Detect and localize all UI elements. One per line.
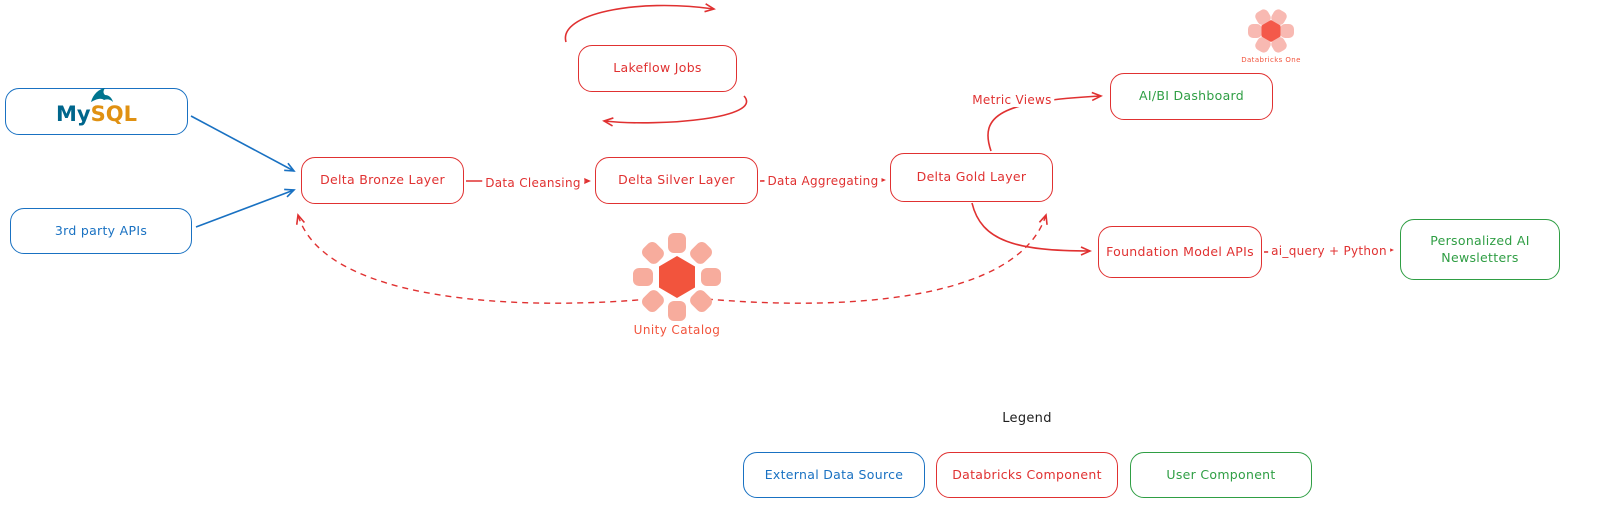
edge-gold-to-fm: [971, 202, 1092, 256]
databricks-one-icon: [1244, 6, 1298, 56]
legend-item-external-data-source: External Data Source: [743, 452, 925, 498]
node-aibi-dashboard: AI/BI Dashboard: [1110, 73, 1273, 120]
edge-label-metric-views: Metric Views: [969, 93, 1055, 107]
mysql-dolphin-icon: [91, 87, 114, 102]
legend-item-label: User Component: [1166, 466, 1276, 482]
edge-lakeflow-loop-bottom: [602, 95, 748, 127]
node-lakeflow-jobs: Lakeflow Jobs: [578, 45, 737, 92]
edge-lakeflow-loop-top: [564, 3, 716, 43]
node-label: Foundation Model APIs: [1106, 243, 1254, 259]
node-personalized-newsletters: Personalized AI Newsletters: [1400, 219, 1560, 280]
node-label: Delta Bronze Layer: [320, 172, 445, 188]
databricks-one-label: Databricks One: [1241, 56, 1301, 64]
node-delta-silver: Delta Silver Layer: [595, 157, 758, 204]
edge-label-ai-query-python: ai_query + Python: [1268, 244, 1390, 258]
node-label: Delta Gold Layer: [916, 169, 1027, 185]
node-label: Lakeflow Jobs: [613, 60, 702, 76]
edge-gold-to-aibi: [987, 91, 1103, 152]
node-delta-gold: Delta Gold Layer: [890, 153, 1053, 202]
legend-title: Legend: [1002, 411, 1052, 426]
node-third-party-apis: 3rd party APIs: [10, 208, 192, 254]
node-label: AI/BI Dashboard: [1138, 88, 1244, 104]
node-label: Delta Silver Layer: [618, 172, 735, 188]
node-delta-bronze: Delta Bronze Layer: [301, 157, 464, 204]
mysql-wordmark-sql: SQL: [90, 102, 137, 127]
node-label: 3rd party APIs: [54, 222, 148, 238]
legend-item-databricks-component: Databricks Component: [936, 452, 1118, 498]
unity-catalog-label: Unity Catalog: [633, 323, 721, 337]
edge-mysql-to-bronze: [190, 115, 296, 172]
node-label: Personalized AI Newsletters: [1430, 233, 1530, 265]
mysql-wordmark-my: My: [56, 102, 91, 127]
edge-unity-to-gold: [695, 213, 1048, 304]
edge-apis-to-bronze: [195, 188, 296, 228]
legend-item-label: Databricks Component: [952, 466, 1102, 482]
legend-item-label: External Data Source: [764, 466, 904, 482]
edge-label-data-aggregating: Data Aggregating: [764, 174, 882, 188]
node-foundation-model-apis: Foundation Model APIs: [1098, 226, 1262, 278]
unity-catalog-icon: [629, 231, 725, 323]
legend-item-user-component: User Component: [1130, 452, 1312, 498]
edge-unity-to-bronze: [295, 213, 661, 304]
edge-label-data-cleansing: Data Cleansing: [482, 176, 584, 190]
